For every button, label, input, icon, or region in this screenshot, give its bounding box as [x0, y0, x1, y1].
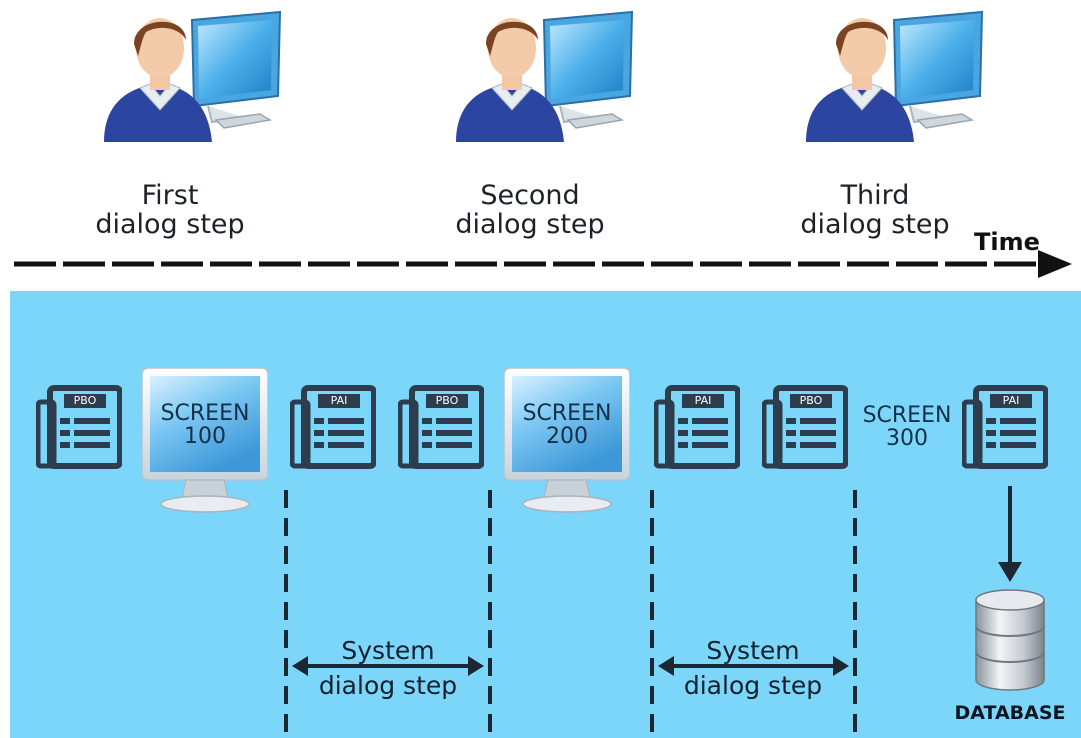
dialog-step-label-1: First dialog step [95, 180, 245, 240]
database-label: DATABASE [954, 702, 1066, 724]
document-tag: PAI [1002, 394, 1020, 407]
document-tag: PBO [435, 394, 459, 407]
pai-document-icon: PAI [654, 384, 740, 470]
document-tag: PBO [73, 394, 97, 407]
timeline-arrow [14, 250, 1072, 278]
document-tag: PAI [330, 394, 348, 407]
time-label: Time [974, 228, 1040, 256]
pbo-document-icon: PBO [398, 384, 484, 470]
pai-document-icon: PAI [290, 384, 376, 470]
document-tag: PAI [694, 394, 712, 407]
pbo-document-icon: PBO [36, 384, 122, 470]
pbo-document-icon: PBO [762, 384, 848, 470]
screen-label-200: SCREEN 200 [522, 401, 612, 450]
system-dialog-boundaries [284, 486, 1022, 734]
user-at-computer-icon [455, 11, 633, 143]
system-process-panel [10, 291, 1081, 738]
dialog-step-label-3: Third dialog step [800, 180, 950, 240]
user-at-computer-icon [805, 11, 983, 143]
system-dialog-step-label-2: System dialog step [683, 636, 823, 700]
document-tag: PBO [799, 394, 823, 407]
screen-label-300: SCREEN 300 [862, 403, 952, 452]
user-at-computer-icon [103, 11, 281, 143]
dialog-step-label-2: Second dialog step [455, 180, 605, 240]
monitor-icon: SCREEN 200 [503, 367, 631, 514]
pai-document-icon: PAI [962, 384, 1048, 470]
monitor-icon: SCREEN 100 [141, 367, 269, 514]
system-dialog-step-label-1: System dialog step [318, 636, 458, 700]
screen-label-100: SCREEN 100 [160, 401, 250, 450]
database-icon [975, 589, 1045, 691]
